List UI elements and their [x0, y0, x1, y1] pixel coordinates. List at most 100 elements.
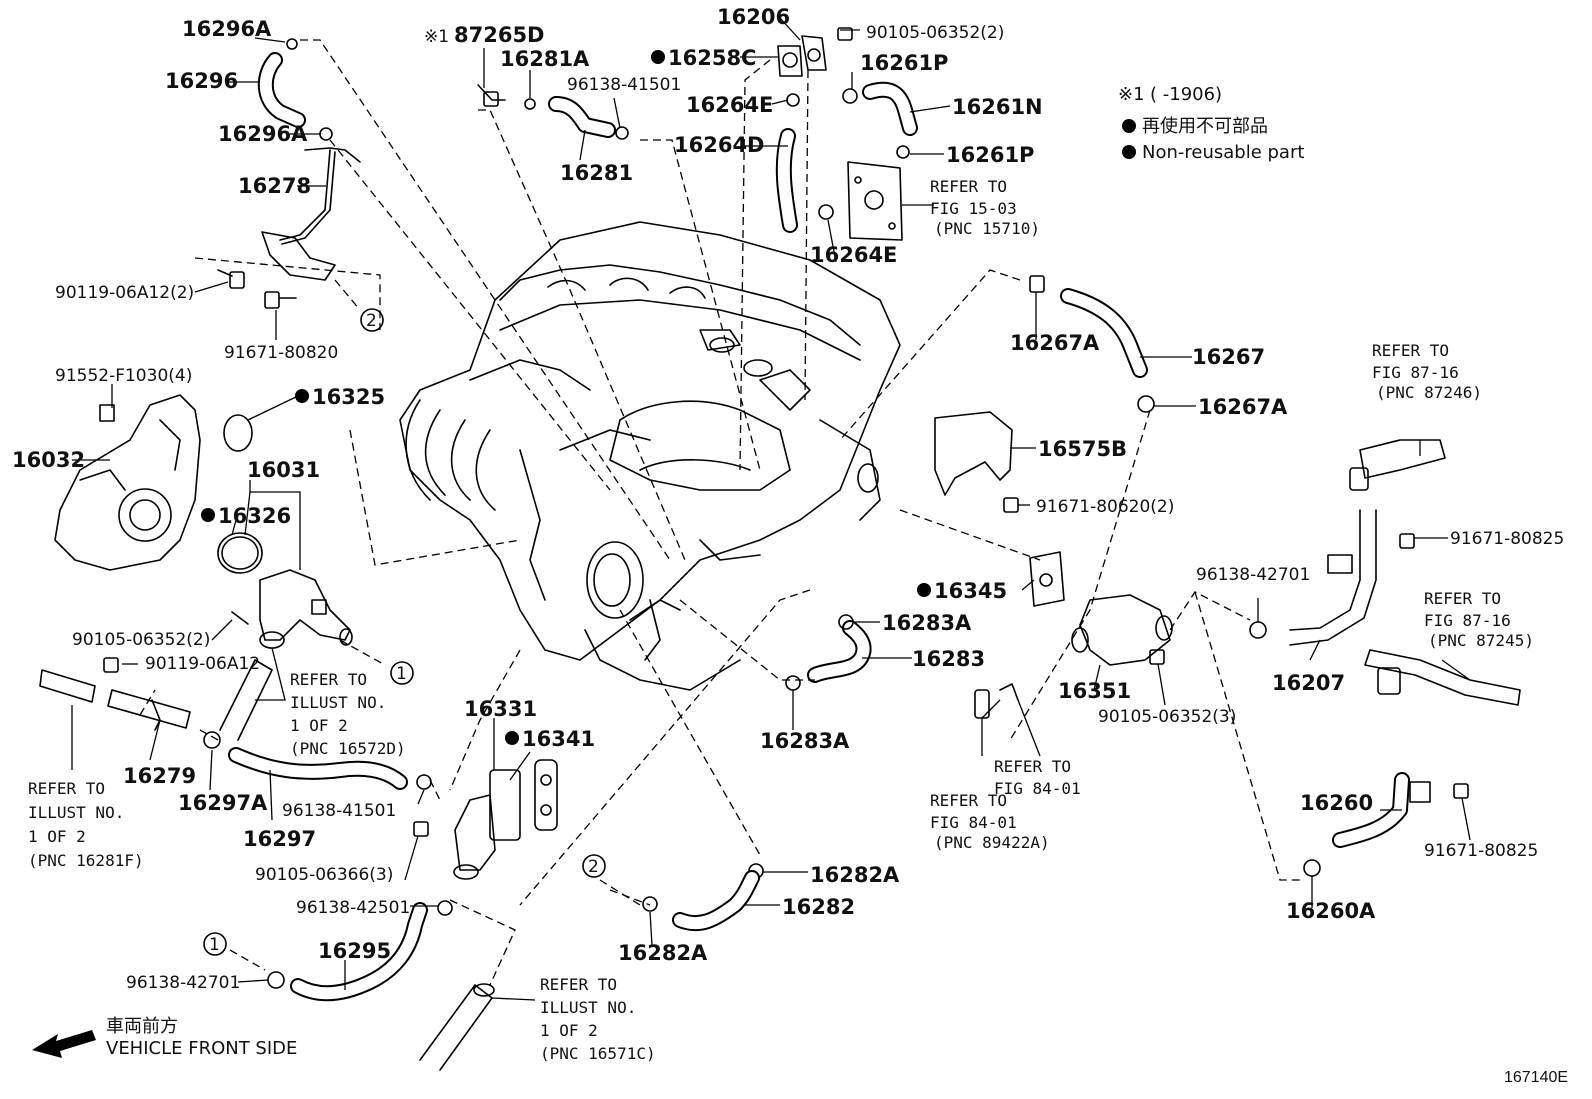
label-16341: 16341: [522, 727, 595, 751]
label-96138-41501-low: 96138-41501: [282, 801, 396, 821]
bolt-91671-80820: [264, 291, 297, 309]
callout-2-low: [582, 854, 606, 878]
vehicle-front-en: VEHICLE FRONT SIDE: [106, 1038, 297, 1059]
hose-16267: [1060, 288, 1148, 378]
hose-16296: [257, 52, 306, 128]
ref-fig87-16-top-line3: (PNC 87246): [1376, 383, 1482, 402]
label-16282A-low: 16282A: [618, 941, 708, 965]
ref-fig87-16-top-line1: REFER TO: [1372, 341, 1449, 360]
non-reusable-mark-16258C: [651, 50, 665, 64]
clamp-16297A: [203, 731, 221, 749]
clamp-16281A: [524, 98, 536, 110]
legend-note1-mark: ※1: [1118, 84, 1145, 105]
bolt-91671-80825-low: [1453, 783, 1469, 799]
label-16279: 16279: [123, 764, 196, 788]
front-arrow-icon: [32, 1030, 96, 1058]
clamp-16264E-top: [786, 93, 800, 107]
bolt-90119-06A12-2: [217, 269, 245, 289]
ref-16571C-line2: ILLUST NO.: [540, 998, 636, 1017]
legend-note1-range: ( -1906): [1150, 84, 1222, 105]
bracket-16575B: [934, 411, 1013, 496]
bolt-90105-06352-3: [1149, 649, 1165, 665]
label-16283A-top: 16283A: [882, 611, 972, 635]
ref-16572D-line3: 1 OF 2: [290, 716, 348, 735]
label-16267: 16267: [1192, 345, 1265, 369]
clamp-16283A-low: [785, 675, 801, 691]
non-reusable-mark-16345: [917, 583, 931, 597]
callout-2-top-number: 2: [366, 311, 377, 331]
bolt-90105-06352-2-left: [231, 611, 249, 625]
clamp-16282A-low: [642, 896, 658, 912]
ref-16571C-line4: (PNC 16571C): [540, 1044, 656, 1063]
ref-fig87-16-low-line1: REFER TO: [1424, 589, 1501, 608]
label-90105-06352-3: 90105-06352(3): [1098, 707, 1236, 727]
label-96138-41501-top: 96138-41501: [567, 75, 681, 95]
label-16283: 16283: [912, 647, 985, 671]
ref-16571C-line1: REFER TO: [540, 975, 617, 994]
assembly-dashed-lines: [139, 39, 1300, 986]
ref-16571C-line3: 1 OF 2: [540, 1021, 598, 1040]
label-16264D: 16264D: [674, 133, 765, 157]
ref-fig15-03-line2: FIG 15-03: [930, 199, 1017, 218]
gasket-16345: [1029, 551, 1065, 607]
hose-ref-87246: [1349, 439, 1446, 491]
clamp-96138-41501-top: [615, 126, 629, 140]
legend-bullet-en: [1122, 145, 1136, 159]
sensor-ref-89422A: [974, 683, 1019, 719]
label-16264E-low: 16264E: [810, 243, 897, 267]
clamp-16267A-low: [1137, 395, 1155, 413]
ref-fig87-16-low-line2: FIG 87-16: [1424, 611, 1511, 630]
hose-16283: [807, 620, 872, 683]
ref-fig15-03-line3: (PNC 15710): [934, 219, 1040, 238]
ref-16281F-line2: ILLUST NO.: [28, 803, 124, 822]
hose-16281: [548, 96, 616, 138]
clamp-16296A-mid: [319, 127, 333, 141]
label-16032: 16032: [12, 448, 85, 472]
label-91671-80620: 91671-80620(2): [1036, 497, 1174, 517]
ref-16281F-line1: REFER TO: [28, 779, 105, 798]
bolt-90105-06352-2-top: [837, 27, 853, 41]
ref-fig15-03-line1: REFER TO: [930, 177, 1007, 196]
gasket-16325: [223, 414, 253, 452]
water-pump-16032: [54, 394, 201, 571]
hose-16261N: [862, 81, 918, 136]
legend: ※1 ( -1906) 再使用不可部品 Non-reusable part: [1118, 84, 1304, 163]
label-16281: 16281: [560, 161, 633, 185]
figure-code: 167140E: [1504, 1069, 1568, 1086]
label-16261P-mid: 16261P: [946, 143, 1034, 167]
label-90105-06352-2-left: 90105-06352(2): [72, 630, 210, 650]
label-91552-F1030: 91552-F1030(4): [55, 366, 192, 386]
label-16261N: 16261N: [952, 95, 1043, 119]
label-91671-80825-top: 91671-80825: [1450, 529, 1564, 549]
callout-1-low: [203, 932, 227, 956]
label-91671-80820: 91671-80820: [224, 343, 338, 363]
callout-1-low-number: 1: [209, 935, 220, 955]
label-96138-42701-right: 96138-42701: [1196, 565, 1310, 585]
clamp-96138-41501-low: [416, 774, 432, 790]
hose-16264D: [775, 128, 798, 233]
hose-ref-16571C: [419, 983, 495, 1071]
clamp-16296A-top: [286, 38, 298, 50]
pipe-16279: [107, 689, 191, 731]
label-16296A-top: 16296A: [182, 17, 272, 41]
label-16278: 16278: [238, 174, 311, 198]
callout-2-top: [360, 308, 384, 332]
label-16031: 16031: [247, 458, 320, 482]
label-16575B: 16575B: [1038, 437, 1127, 461]
non-reusable-mark-16341: [505, 731, 519, 745]
label-87265D: 87265D: [454, 23, 545, 47]
label-90105-06366: 90105-06366(3): [255, 865, 393, 885]
label-90105-06352-2-top: 90105-06352(2): [866, 23, 1004, 43]
label-16267A-low: 16267A: [1198, 395, 1288, 419]
vehicle-front-indicator: 車両前方 VEHICLE FRONT SIDE: [32, 1016, 297, 1059]
label-16282: 16282: [782, 895, 855, 919]
ref-fig84-01-a-line1: REFER TO: [994, 757, 1071, 776]
label-16283A-low: 16283A: [760, 729, 850, 753]
clamp-16267A-top: [1029, 275, 1045, 293]
label-16267A-top: 16267A: [1010, 331, 1100, 355]
label-16260: 16260: [1300, 791, 1373, 815]
non-reusable-mark-16326: [201, 508, 215, 522]
legend-bullet-jp: [1122, 119, 1136, 133]
ref-fig84-01-a-line2: FIG 84-01: [994, 779, 1081, 798]
